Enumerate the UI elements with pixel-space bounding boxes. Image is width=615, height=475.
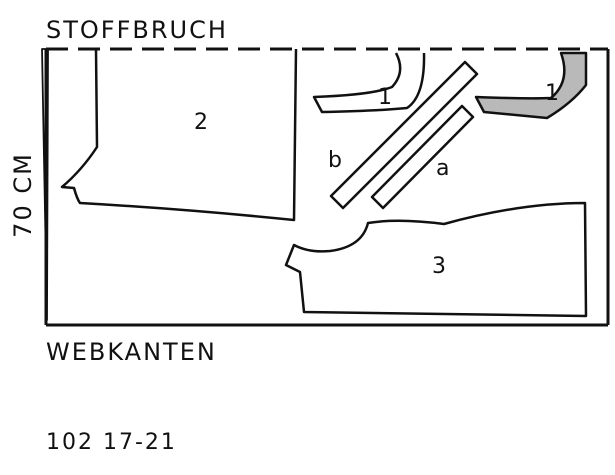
pattern-reference-number: 102 17-21	[46, 430, 177, 455]
selvage-label: WEBKANTEN	[46, 338, 217, 366]
piece-1-right-label: 1	[545, 81, 559, 106]
fabric-width-label: 70 CM	[9, 152, 37, 238]
piece-a-outline	[370, 104, 475, 210]
piece-2-outline	[60, 48, 298, 222]
fold-label: STOFFBRUCH	[46, 16, 228, 44]
piece-3-label: 3	[432, 254, 446, 279]
piece-2-label: 2	[194, 110, 208, 135]
piece-3-outline	[284, 201, 588, 318]
piece-a-label: a	[436, 156, 450, 181]
piece-1-right-highlighted	[474, 51, 588, 120]
piece-1-left-label: 1	[378, 85, 392, 110]
piece-1-left-outline	[312, 52, 426, 114]
piece-b-outline	[329, 60, 479, 210]
left-strip-piece	[41, 48, 49, 321]
piece-b-label: b	[328, 148, 342, 173]
